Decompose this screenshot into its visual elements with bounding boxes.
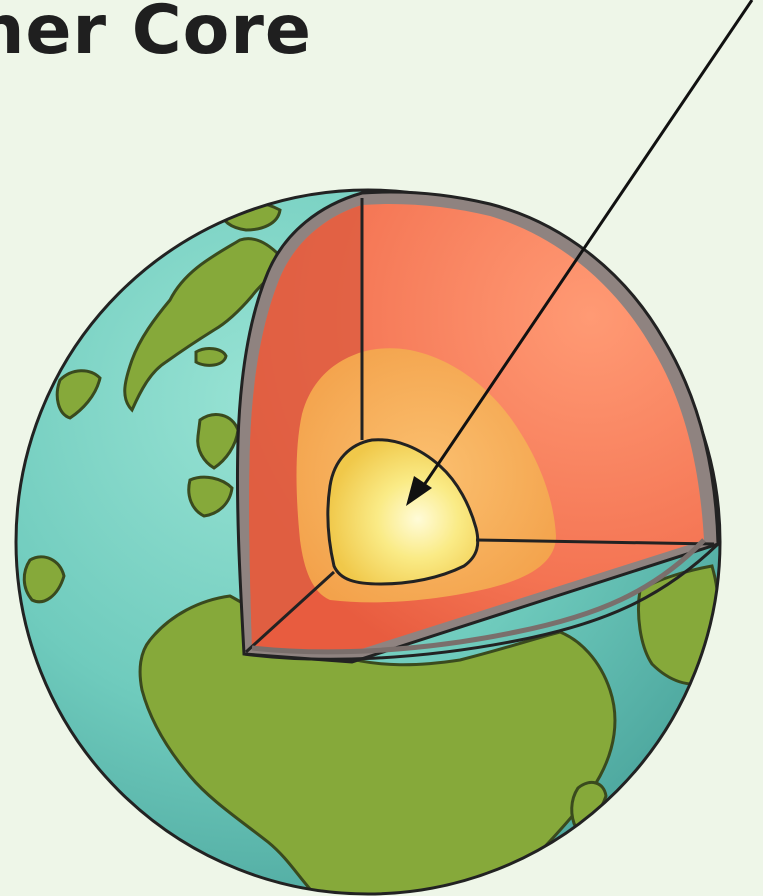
land-island-1	[196, 349, 226, 366]
